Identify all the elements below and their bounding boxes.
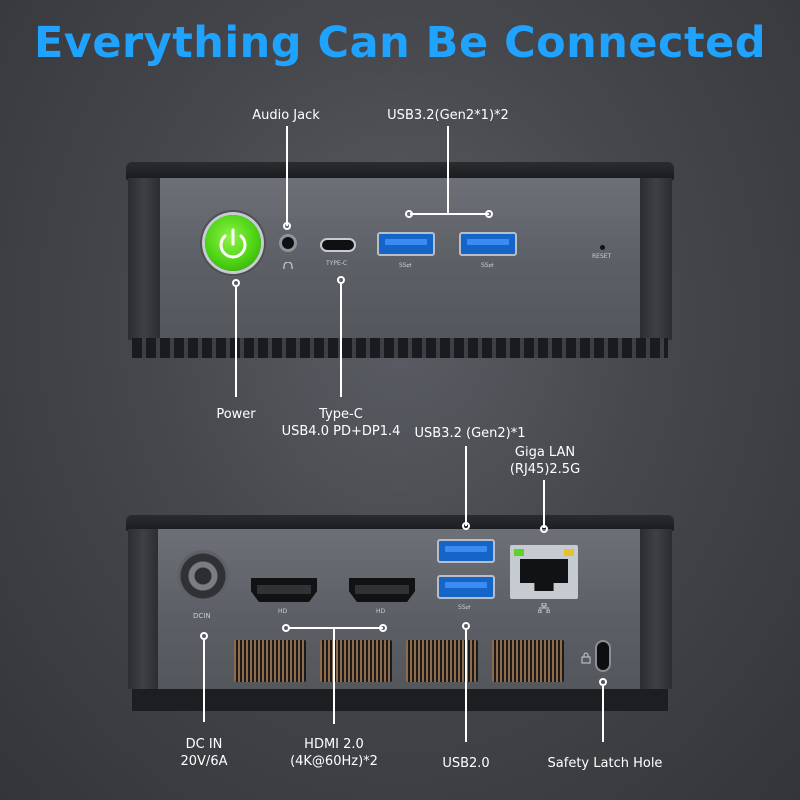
page-title: Everything Can Be Connected xyxy=(33,18,767,68)
dcin-mark: DCIN xyxy=(193,612,211,620)
front-usb-mark-2: SS⁠⇄ xyxy=(481,262,494,269)
vent-grille-2 xyxy=(320,640,392,682)
hdmi-label-line1: HDMI 2.0 xyxy=(304,737,364,752)
dc-in-port[interactable] xyxy=(177,550,229,602)
audio-jack-label: Audio Jack xyxy=(252,108,320,123)
typec-port-mark: TYPE-C xyxy=(326,260,348,267)
typec-leader xyxy=(340,284,342,397)
rear-usb-mark: SS⁠⇄ xyxy=(458,604,471,611)
hdmi-mark-2: HD xyxy=(376,608,386,615)
front-vent-strip xyxy=(132,338,668,358)
dc-in-label-line1: DC IN xyxy=(185,737,223,752)
typec-port[interactable] xyxy=(320,238,356,252)
power-label: Power xyxy=(216,407,256,422)
audio-jack-marker xyxy=(283,222,291,230)
vent-grille-3 xyxy=(406,640,478,682)
typec-label-line2: USB4.0 PD+DP1.4 xyxy=(281,424,401,439)
power-leader xyxy=(235,287,237,397)
usb32-front-marker-2 xyxy=(485,210,493,218)
dc-in-marker xyxy=(200,632,208,640)
usb32-rear-marker xyxy=(462,522,470,530)
audio-jack-leader xyxy=(286,126,288,226)
giga-lan-label-line1: Giga LAN xyxy=(514,445,576,460)
typec-label-line1: Type-C xyxy=(319,407,363,422)
rear-usb20-port[interactable] xyxy=(437,575,495,599)
rear-left-side xyxy=(128,529,158,689)
dc-in-label-line2: 20V/6A xyxy=(180,754,228,769)
hdmi-port-2-inner xyxy=(355,585,409,594)
usb32-front-marker-1 xyxy=(405,210,413,218)
hdmi-port-1-inner xyxy=(257,585,311,594)
lock-icon xyxy=(581,652,591,664)
hdmi-marker-2 xyxy=(379,624,387,632)
rear-right-side xyxy=(640,529,672,689)
safety-latch-leader xyxy=(602,686,604,742)
lan-led-green xyxy=(514,549,524,556)
giga-lan-label-line2: (RJ45)2.5G xyxy=(509,462,581,477)
vent-grille-4 xyxy=(492,640,564,682)
usb20-label: USB2.0 xyxy=(442,756,490,771)
headphones-icon xyxy=(283,262,293,269)
giga-lan-marker xyxy=(540,525,548,533)
usb20-leader xyxy=(465,630,467,742)
usb32-front-leader-h xyxy=(410,213,489,215)
hdmi-leader-v xyxy=(333,628,335,724)
vent-grille-1 xyxy=(234,640,306,682)
front-usb-port-2[interactable] xyxy=(459,232,517,256)
front-usb-port-1[interactable] xyxy=(377,232,435,256)
power-marker xyxy=(232,279,240,287)
power-button[interactable] xyxy=(205,215,261,271)
hdmi-marker-1 xyxy=(282,624,290,632)
lan-led-yellow xyxy=(564,549,574,556)
dc-in-leader xyxy=(203,640,205,722)
reset-mark: RESET xyxy=(592,253,612,260)
usb32-rear-leader xyxy=(465,446,467,526)
safety-latch-marker xyxy=(599,678,607,686)
rear-usb32-port[interactable] xyxy=(437,539,495,563)
usb32-front-label: USB3.2(Gen2*1)*2 xyxy=(387,108,509,123)
rear-top-cap xyxy=(126,515,674,531)
audio-jack-port[interactable] xyxy=(279,234,297,252)
front-left-side xyxy=(128,178,160,340)
usb20-marker xyxy=(462,622,470,630)
reset-hole[interactable] xyxy=(600,245,605,250)
typec-marker xyxy=(337,276,345,284)
power-icon xyxy=(219,228,247,259)
front-usb-mark-1: SS⁠⇄ xyxy=(399,262,412,269)
usb32-front-leader-v xyxy=(447,126,449,214)
lan-port-opening xyxy=(520,559,568,591)
safety-latch-label: Safety Latch Hole xyxy=(547,756,663,771)
safety-latch-hole[interactable] xyxy=(595,640,611,672)
hdmi-mark-1: HD xyxy=(278,608,288,615)
front-top-cap xyxy=(126,162,674,180)
hdmi-label-line2: (4K@60Hz)*2 xyxy=(290,754,378,769)
lan-port[interactable] xyxy=(510,545,578,599)
usb32-rear-label: USB3.2 (Gen2)*1 xyxy=(414,426,526,441)
front-right-side xyxy=(640,178,672,340)
network-icon xyxy=(538,603,550,613)
rear-foot-strip xyxy=(132,689,668,711)
giga-lan-leader xyxy=(543,480,545,528)
hdmi-leader-h xyxy=(288,627,383,629)
